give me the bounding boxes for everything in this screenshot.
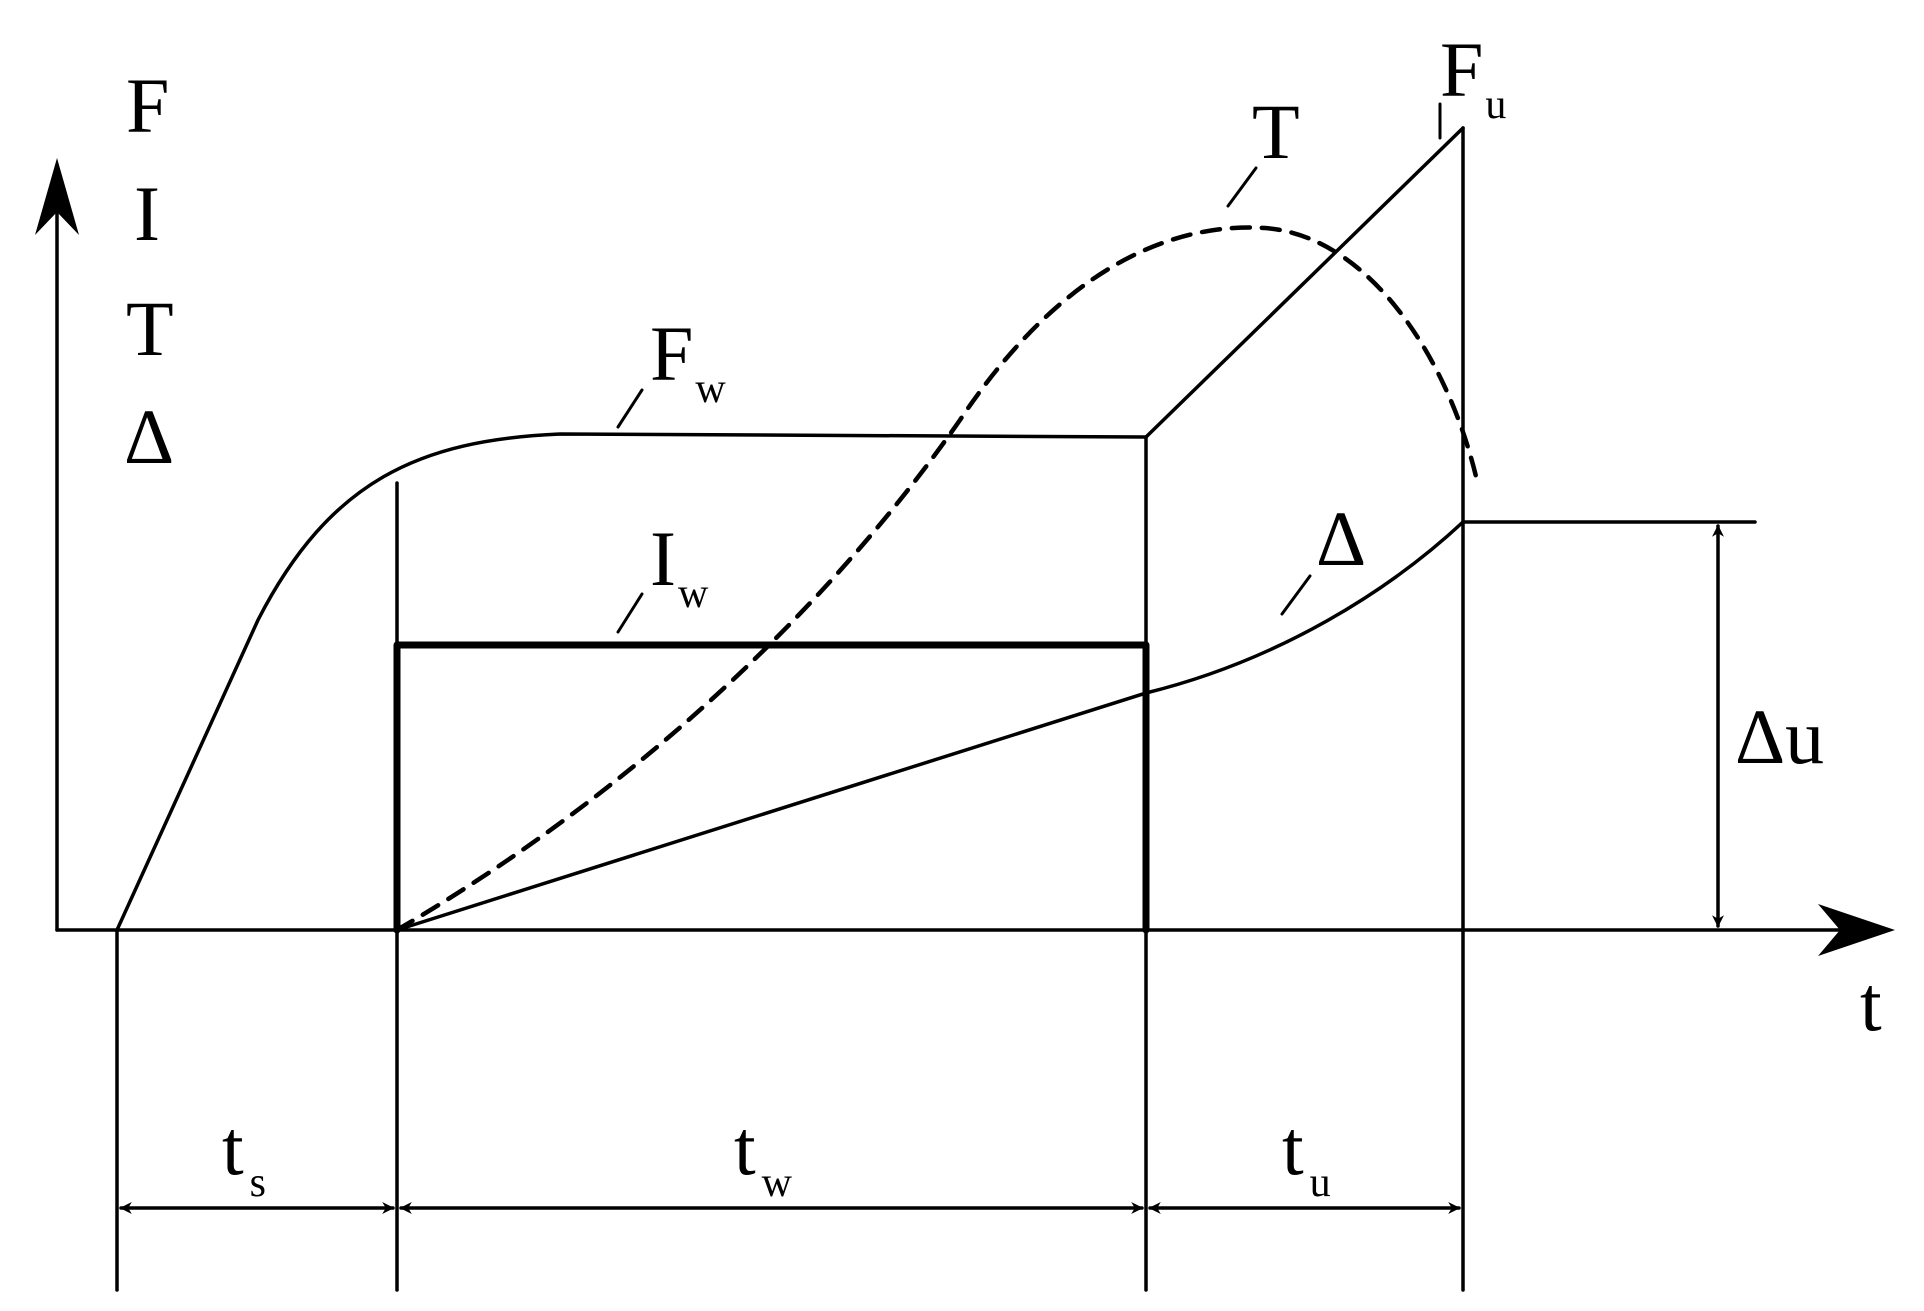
current-label-letter: I	[650, 515, 676, 602]
tw-label-letter: t	[734, 1104, 756, 1191]
displacement-curve	[395, 520, 1465, 932]
current-label-sub: w	[678, 571, 709, 617]
tw-label-sub: w	[762, 1160, 793, 1206]
ts-label-letter: t	[222, 1104, 244, 1191]
force-label: Fw	[650, 310, 726, 412]
displacement-label: Δ	[1316, 495, 1366, 582]
current-leader	[616, 592, 644, 634]
current-pulse	[393, 641, 1150, 934]
displacement-leader	[1280, 574, 1312, 616]
delta-u-label: Δu	[1735, 693, 1824, 780]
tu-label-letter: t	[1282, 1104, 1304, 1191]
x-axis-label-t: t	[1860, 960, 1882, 1047]
temperature-curve	[394, 225, 1481, 933]
x-axis-arrowhead	[1818, 904, 1895, 956]
force-label-sub: w	[695, 366, 726, 412]
temperature-label: T	[1252, 88, 1300, 175]
phase-boundaries	[115, 126, 1465, 1292]
ultimate-force-label-letter: F	[1440, 26, 1483, 113]
current-label: Iw	[650, 515, 709, 617]
y-axis-label-i: I	[134, 170, 160, 257]
force-curve	[115, 126, 1465, 932]
temperature-leader	[1226, 166, 1258, 208]
y-axis-label-delta: Δ	[124, 393, 174, 480]
force-label-letter: F	[650, 310, 693, 397]
y-axis-label-t: T	[126, 285, 174, 372]
ultimate-force-label: Fu	[1440, 26, 1506, 128]
y-axis-arrowhead	[35, 158, 79, 235]
force-leader	[616, 388, 644, 429]
ts-label-sub: s	[250, 1160, 266, 1206]
tu-label-sub: u	[1310, 1160, 1331, 1206]
y-axis-label-f: F	[126, 62, 169, 149]
ultimate-force-label-sub: u	[1485, 82, 1506, 128]
curve-labels: Fw Iw T Δ Fu	[616, 26, 1506, 634]
axes: F I T Δ t	[35, 62, 1895, 1047]
